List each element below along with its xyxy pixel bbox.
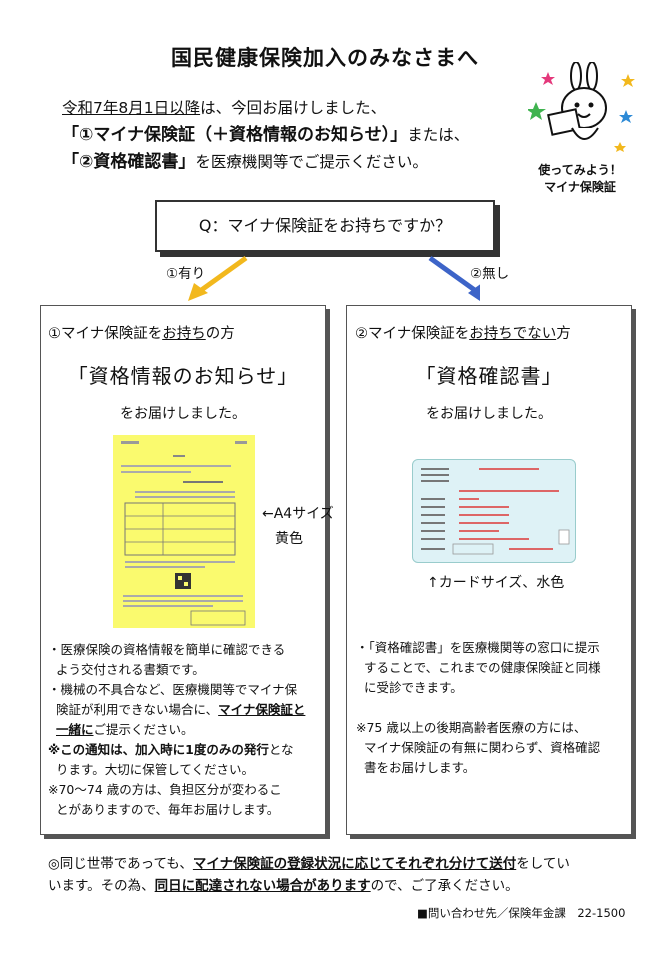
left-note-2: ※70～74 歳の方は、負担区分が変わるこ [48, 782, 282, 797]
branch-yes-label: ①有り [166, 266, 206, 282]
mascot-caption-line2: マイナ保険証 [544, 180, 616, 194]
intro-text: 令和7年8月1日以降は、今回お届けしました、 「①マイナ保険証（＋資格情報のお知… [62, 95, 469, 176]
right-panel-heading: ②マイナ保険証をお持ちでない方 [355, 322, 571, 343]
branch-arrows [188, 255, 480, 301]
yes-arrow-line [198, 255, 248, 294]
question-box: Q：マイナ保険証をお持ちですか？ [155, 200, 495, 252]
footer-mid: をしてい [516, 856, 570, 872]
yes-arrow-head-icon [188, 283, 208, 301]
left-b3-pre: 険証が利用できない場合に、 [56, 702, 219, 717]
left-b5-post: とな [268, 742, 294, 757]
left-b4-post: ご提示ください。 [93, 722, 194, 737]
left-panel [40, 305, 326, 835]
left-bullets: ・医療保険の資格情報を簡単に確認できる よう交付される書類です。 ・機械の不具合… [48, 640, 323, 820]
right-bullets: ・「資格確認書」を医療機関等の窓口に提示 することで、これまでの健康保険証と同様… [356, 638, 628, 778]
left-note-1b: ります。大切に保管してください。 [56, 762, 255, 777]
certificate-card-image [412, 459, 576, 563]
left-bullet-3: 険証が利用できない場合に、マイナ保険証と [48, 700, 323, 720]
intro-cert-item: 「②資格確認書」 [62, 152, 196, 172]
left-bullet-4: 一緒にご提示ください。 [48, 720, 323, 740]
left-b4-ul: 一緒に [56, 722, 94, 737]
intro-myna-item: 「①マイナ保険証（＋資格情報のお知らせ）」 [62, 125, 408, 145]
a4-size-label: ←A4サイズ [262, 506, 334, 522]
certificate-card-icon [421, 468, 570, 555]
left-note-1: ※この通知は、加入時に1度のみの発行とな [48, 740, 323, 760]
right-spacer [356, 698, 628, 718]
left-doc-sub: をお届けしました。 [120, 406, 246, 422]
left-bullet-1: ・医療保険の資格情報を簡単に確認できる [48, 642, 286, 657]
left-note-2b: とがありますので、毎年お届けします。 [56, 802, 280, 817]
right-doc-title: 「資格確認書」 [415, 364, 563, 388]
mascot-caption-line1: 使ってみよう！ [538, 163, 622, 177]
right-head-prefix: ②マイナ保険証を [355, 326, 470, 342]
left-bullet-2: ・機械の不具合など、医療機関等でマイナ保 [48, 682, 298, 697]
right-note-3: 書をお届けします。 [364, 760, 476, 775]
footer-pre: ◎同じ世帯であっても、 [48, 856, 193, 872]
right-head-suffix: 方 [556, 326, 571, 342]
left-head-suffix: の方 [205, 326, 235, 342]
left-panel-heading: ①マイナ保険証をお持ちの方 [48, 322, 235, 343]
right-bullet-2: することで、これまでの健康保険証と同様 [364, 660, 601, 675]
card-size-label: ↑カードサイズ、水色 [427, 575, 565, 591]
footer-line-2: います。その為、同日に配達されない場合がありますので、ご了承ください。 [48, 875, 618, 897]
intro-date: 令和7年8月1日以降 [62, 99, 201, 117]
left-bullet-1b: よう交付される書類です。 [56, 662, 205, 677]
footer-line2-post: ので、ご了承ください。 [370, 878, 519, 894]
mascot-rabbit-icon [528, 62, 635, 152]
intro-line3-rest: を医療機関等でご提示ください。 [195, 153, 428, 171]
no-arrow-line [428, 255, 478, 294]
footer-line2-pre: います。その為、 [48, 878, 155, 894]
intro-line-1: 令和7年8月1日以降は、今回お届けしました、 [62, 95, 469, 122]
intro-line-2: 「①マイナ保険証（＋資格情報のお知らせ）」または、 [62, 122, 469, 149]
footer-line-1: ◎同じ世帯であっても、マイナ保険証の登録状況に応じてそれぞれ分けて送付をしてい [48, 853, 618, 875]
right-note-1: ※75 歳以上の後期高齢者医療の方には、 [356, 720, 587, 735]
yellow-notice-image [113, 435, 255, 628]
footer-ul1: マイナ保険証の登録状況に応じてそれぞれ分けて送付 [192, 856, 517, 872]
left-head-prefix: ①マイナ保険証を [48, 326, 163, 342]
footer-ul2: 同日に配達されない場合があります [154, 878, 371, 894]
intro-line-3: 「②資格確認書」を医療機関等でご提示ください。 [62, 149, 469, 176]
right-bullet-1: ・「資格確認書」を医療機関等の窓口に提示 [356, 640, 600, 655]
left-b5: ※この通知は、加入時に1度のみの発行 [48, 742, 269, 757]
right-head-underline: お持ちでない [469, 326, 557, 342]
page-title: 国民健康保険加入のみなさまへ [171, 46, 479, 70]
branch-no-label: ②無し [470, 266, 510, 282]
right-note-2: マイナ保険証の有無に関わらず、資格確認 [364, 740, 601, 755]
intro-line1-rest: は、今回お届けしました、 [200, 99, 387, 117]
right-bullet-3: に受診できます。 [364, 680, 463, 695]
right-panel [346, 305, 632, 835]
intro-line2-rest: または、 [407, 126, 470, 144]
right-doc-sub: をお届けしました。 [426, 406, 552, 422]
mascot-caption: 使ってみよう！ マイナ保険証 [520, 162, 640, 196]
contact-info: ■問い合わせ先／保険年金課 22-1500 [417, 906, 626, 920]
yellow-color-label: 黄色 [275, 531, 303, 547]
left-doc-title: 「資格情報のお知らせ」 [67, 364, 299, 388]
notice-document-icon [121, 441, 247, 626]
left-head-underline: お持ち [162, 326, 206, 342]
no-arrow-head-icon [468, 284, 480, 301]
left-b3-ul: マイナ保険証と [218, 702, 306, 717]
footer-note: ◎同じ世帯であっても、マイナ保険証の登録状況に応じてそれぞれ分けて送付をしてい … [48, 853, 618, 897]
